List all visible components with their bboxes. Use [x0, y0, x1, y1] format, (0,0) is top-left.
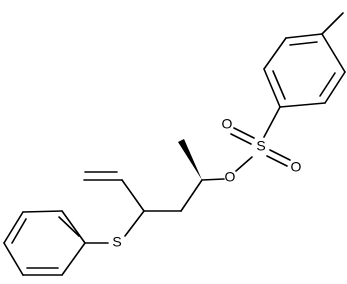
sulfonyl-sulfur-label: S: [256, 138, 265, 154]
sulfur-oxygen-double-bond-a: [269, 149, 291, 161]
sulfur-ester-oxygen-bond: [235, 156, 253, 172]
ring-double-bond-inner: [272, 70, 286, 100]
ring-bond: [279, 102, 326, 108]
ring-bond: [263, 37, 287, 70]
sulfur-oxygen-double-bond-a: [233, 127, 255, 139]
ring-bond: [3, 211, 24, 244]
ring-double-bond-inner: [58, 216, 80, 237]
sulfonyl-oxygen-bottom-label: O: [291, 159, 302, 175]
ring-bond: [3, 242, 24, 276]
ring-bond: [324, 71, 346, 104]
ring-bond: [22, 210, 63, 213]
sulfur-oxygen-double-bond-b: [266, 155, 288, 167]
ring-bond: [61, 242, 86, 276]
ring-bond: [321, 33, 346, 73]
carbon-chain: [83, 139, 225, 237]
ring-bond: [285, 33, 323, 39]
phenyl-ring: [3, 210, 109, 276]
sulfur-oxygen-double-bond-b: [230, 133, 252, 145]
ring-double-bond-inner: [289, 41, 318, 46]
methyl-bond: [321, 12, 344, 35]
aryl-sulfur-bond: [263, 106, 281, 138]
stereo-wedge-bond: [178, 139, 202, 180]
chain-bond: [180, 179, 203, 212]
ring-double-bond-inner: [319, 72, 336, 97]
carbon-sulfur-bond: [124, 210, 145, 237]
ring-bond: [263, 68, 281, 108]
ester-oxygen-label: O: [225, 169, 236, 185]
ring-bond: [61, 210, 86, 244]
chain-bond: [121, 179, 145, 212]
tolyl-ring: [263, 12, 346, 108]
thioether-sulfur-label: S: [112, 234, 121, 250]
ring-double-bond-inner: [11, 218, 27, 244]
ester-oxygen-carbon-bond: [201, 178, 225, 181]
atom-labels: S O O O S: [112, 116, 301, 250]
sulfonyl-group: [230, 106, 291, 172]
sulfonyl-oxygen-top-label: O: [222, 116, 233, 132]
